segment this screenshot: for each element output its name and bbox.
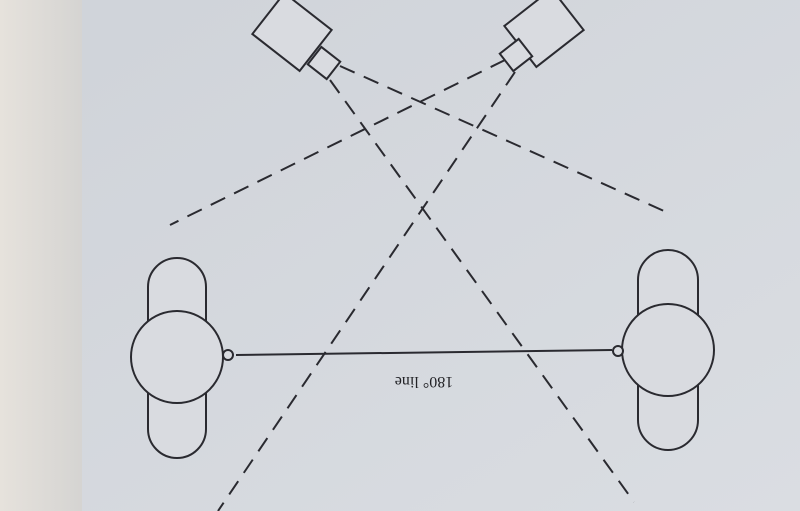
- person-left-head: [130, 310, 224, 404]
- camera-left-body: [250, 0, 334, 73]
- paper-left-margin: [0, 0, 82, 511]
- sight-line-left-camera-right: [339, 65, 665, 212]
- axis-line-180: [235, 349, 613, 356]
- sight-line-right-camera-lower: [217, 71, 516, 511]
- person-right-nose: [612, 345, 624, 357]
- person-right-icon: [612, 249, 715, 451]
- person-left-icon: [130, 257, 234, 459]
- sight-line-right-camera-left: [169, 59, 506, 226]
- camera-right-lens: [498, 37, 534, 73]
- person-left-nose: [222, 349, 234, 361]
- camera-left-icon: [250, 0, 342, 81]
- sight-line-left-camera-lower: [329, 79, 635, 503]
- person-right-head: [621, 303, 715, 397]
- sight-lines: [169, 59, 665, 511]
- camera-left-lens: [306, 45, 342, 81]
- axis-line-label: 180° line: [395, 373, 453, 390]
- camera-right-icon: [498, 0, 586, 73]
